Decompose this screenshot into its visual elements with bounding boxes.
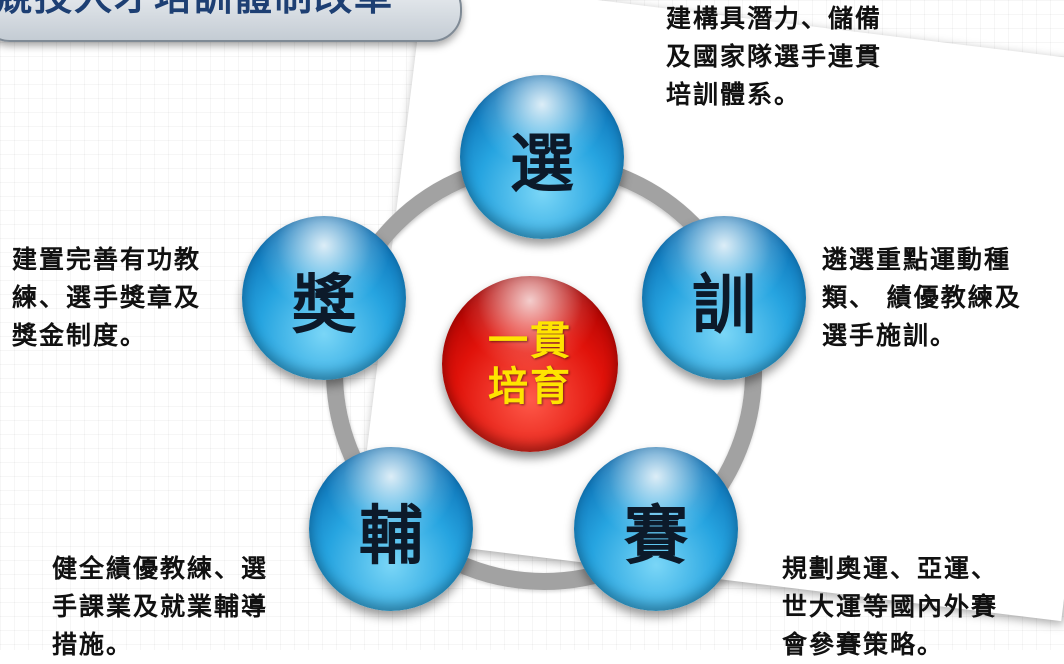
- node-training: 訓: [642, 216, 806, 380]
- desc-line: 健全績優教練、選: [52, 554, 269, 583]
- page-title: 競技人才培訓體制改革: [0, 0, 394, 21]
- desc-support: 健全績優教練、選 手課業及就業輔導 措施。: [52, 550, 268, 664]
- desc-line: 培訓體系。: [666, 80, 802, 109]
- desc-line: 手課業及就業輔導: [52, 592, 269, 621]
- desc-line: 建置完善有功教: [12, 245, 202, 274]
- node-reward: 獎: [242, 216, 406, 380]
- center-node: 一貫 培育: [442, 276, 618, 452]
- desc-line: 遴選重點運動種: [822, 245, 1012, 274]
- node-selection: 選: [460, 75, 624, 239]
- node-competition: 賽: [574, 447, 738, 611]
- desc-line: 會參賽策略。: [782, 630, 945, 659]
- desc-line: 措施。: [52, 630, 134, 659]
- desc-line: 類、 績優教練及: [822, 283, 1022, 312]
- node-training-label: 訓: [692, 268, 756, 343]
- desc-line: 規劃奧運、亞運、: [782, 554, 999, 583]
- desc-training: 遴選重點運動種 類、 績優教練及 選手施訓。: [822, 241, 1022, 355]
- node-support-label: 輔: [359, 499, 423, 574]
- desc-selection: 建構具潛力、儲備 及國家隊選手連貫 培訓體系。: [666, 0, 882, 114]
- desc-reward: 建置完善有功教 練、選手獎章及 獎金制度。: [12, 241, 201, 355]
- center-line-2: 培育: [488, 363, 572, 410]
- center-line-1: 一貫: [488, 317, 572, 364]
- desc-line: 獎金制度。: [12, 321, 148, 350]
- node-selection-label: 選: [510, 127, 574, 202]
- desc-line: 選手施訓。: [822, 321, 958, 350]
- desc-line: 世大運等國內外賽: [782, 592, 999, 621]
- desc-competition: 規劃奧運、亞運、 世大運等國內外賽 會參賽策略。: [782, 550, 998, 664]
- node-competition-label: 賽: [624, 499, 688, 574]
- desc-line: 練、選手獎章及: [12, 283, 202, 312]
- title-banner: 競技人才培訓體制改革: [0, 0, 462, 42]
- desc-line: 及國家隊選手連貫: [666, 42, 883, 71]
- node-support: 輔: [309, 447, 473, 611]
- node-reward-label: 獎: [292, 268, 356, 343]
- desc-line: 建構具潛力、儲備: [666, 4, 883, 33]
